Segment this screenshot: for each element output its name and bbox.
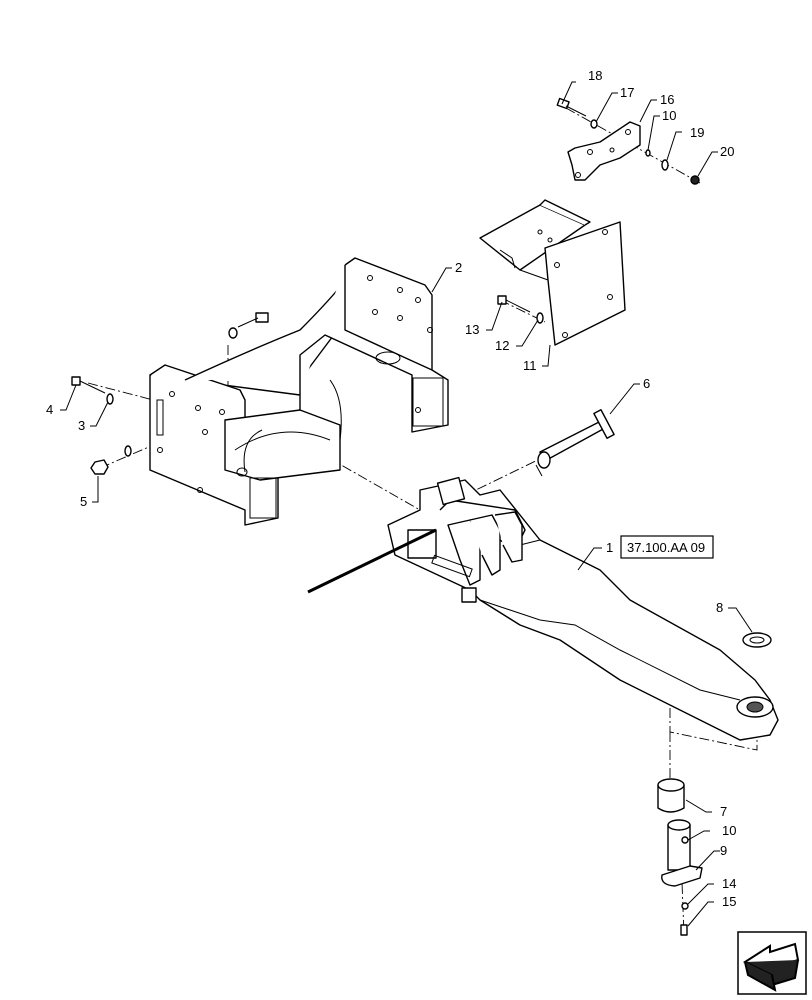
support-frame xyxy=(149,257,449,526)
callout-12: 12 xyxy=(495,338,509,353)
callout-16: 16 xyxy=(660,92,674,107)
callout-2: 2 xyxy=(455,260,462,275)
callout-3: 3 xyxy=(78,418,85,433)
king-pin xyxy=(661,819,703,936)
callout-11: 11 xyxy=(523,358,537,373)
callout-4: 4 xyxy=(46,402,53,417)
next-page-arrow-icon[interactable] xyxy=(737,931,807,995)
bracket-plate xyxy=(479,199,626,346)
callout-5: 5 xyxy=(80,494,87,509)
callout-labels: 18 17 16 10 19 20 2 13 12 11 4 3 5 6 1 8… xyxy=(46,68,736,909)
reference-box[interactable]: 37.100.AA 09 xyxy=(620,535,714,559)
bushing xyxy=(657,778,685,813)
callout-6: 6 xyxy=(643,376,650,391)
callout-17: 17 xyxy=(620,85,634,100)
callout-10: 10 xyxy=(662,108,676,123)
callout-7: 7 xyxy=(720,804,727,819)
callout-8: 8 xyxy=(716,600,723,615)
callout-19: 19 xyxy=(690,125,704,140)
axle-beam xyxy=(307,476,779,741)
callout-1: 1 xyxy=(606,540,613,555)
leader-lines xyxy=(60,81,753,927)
callout-20: 20 xyxy=(720,144,734,159)
callout-10: 10 xyxy=(722,823,736,838)
callout-13: 13 xyxy=(465,322,479,337)
pivot-pin xyxy=(535,409,615,477)
callout-18: 18 xyxy=(588,68,602,83)
upper-fasteners xyxy=(71,97,700,475)
callout-14: 14 xyxy=(722,876,736,891)
reference-box-label: 37.100.AA 09 xyxy=(627,540,705,555)
washer xyxy=(742,632,772,648)
small-bracket xyxy=(567,121,641,181)
callout-15: 15 xyxy=(722,894,736,909)
callout-9: 9 xyxy=(720,843,727,858)
